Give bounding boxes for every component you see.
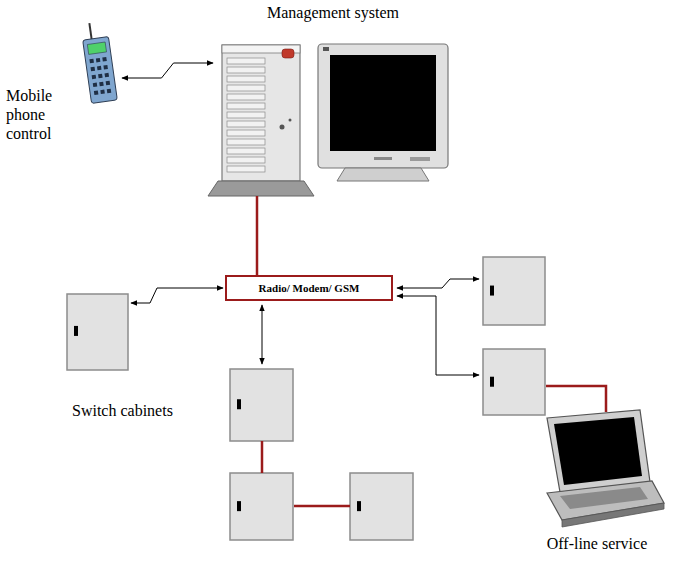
cabinet-handle xyxy=(490,377,494,387)
cabinet-handle xyxy=(237,501,241,511)
switch-cabinets xyxy=(67,257,545,540)
phone-key xyxy=(92,75,97,80)
phone-key xyxy=(93,83,98,88)
radio-link xyxy=(262,305,263,364)
cabinet-body xyxy=(230,473,293,540)
cable-wire xyxy=(294,505,350,508)
phone-key xyxy=(91,67,96,72)
node-text: Off-line service xyxy=(522,535,672,553)
phone-keys xyxy=(89,57,111,95)
connector xyxy=(256,196,259,275)
phone-key xyxy=(97,66,102,71)
drive-bay xyxy=(227,85,265,91)
cabinet-body xyxy=(67,294,128,370)
drive-bay xyxy=(227,112,265,118)
cabinet-handle xyxy=(237,399,241,409)
drive-bay xyxy=(227,76,265,82)
group-label: Switch cabinets xyxy=(72,402,173,420)
mobile-phone xyxy=(80,21,117,104)
radio-link xyxy=(397,296,479,375)
laptop xyxy=(547,410,664,527)
node-text: Management system xyxy=(213,4,453,22)
drive-bay xyxy=(227,67,265,73)
drive-bays xyxy=(227,58,265,172)
drive-bay xyxy=(227,58,265,64)
switch-cabinet xyxy=(230,473,293,540)
radio-link xyxy=(397,279,479,288)
phone-key xyxy=(89,59,94,64)
switch-cabinet xyxy=(350,473,413,540)
offline-service: Off-line service xyxy=(522,405,672,558)
drive-bay xyxy=(227,94,265,100)
switch-cabinet xyxy=(483,257,545,325)
phone-key xyxy=(103,65,108,70)
cable-wire xyxy=(261,441,264,473)
drive-bay xyxy=(227,139,265,145)
phone-key xyxy=(107,89,112,94)
switch-cabinet xyxy=(483,349,545,415)
cable-wire xyxy=(546,386,606,412)
management-system: Management system xyxy=(213,4,453,196)
cabinet-body xyxy=(230,369,293,441)
phone-key xyxy=(100,90,105,95)
radio-link xyxy=(131,288,223,303)
phone-key xyxy=(98,74,103,79)
mobile-control: Mobile phone control xyxy=(2,30,122,155)
cabinet-body xyxy=(483,257,545,325)
node-text: Mobile phone control xyxy=(6,86,80,143)
phone-key xyxy=(106,81,111,86)
phone-key xyxy=(105,73,110,78)
server-tower xyxy=(208,45,314,196)
drive-bay xyxy=(227,121,265,127)
cabinet-handle xyxy=(74,326,78,336)
phone-key xyxy=(94,91,99,96)
drive-bay xyxy=(227,103,265,109)
connector xyxy=(122,63,213,78)
phone-key xyxy=(102,57,107,62)
radio-links xyxy=(131,279,479,375)
phone-key xyxy=(99,82,104,87)
cabinet-handle xyxy=(490,286,494,296)
drive-bay xyxy=(227,157,265,163)
radio-box: Radio/ Modem/ GSM xyxy=(225,275,393,301)
drive-bay xyxy=(227,166,265,172)
drive-bay xyxy=(227,130,265,136)
cabinet-body xyxy=(350,473,413,540)
switch-cabinet xyxy=(230,369,293,441)
drive-bay xyxy=(227,148,265,154)
cabinet-body xyxy=(483,349,545,415)
monitor xyxy=(318,44,448,181)
node-text: Radio/ Modem/ GSM xyxy=(259,282,360,294)
switch-cabinet xyxy=(67,294,128,370)
phone-key xyxy=(96,58,101,63)
cabinet-handle xyxy=(357,501,361,511)
